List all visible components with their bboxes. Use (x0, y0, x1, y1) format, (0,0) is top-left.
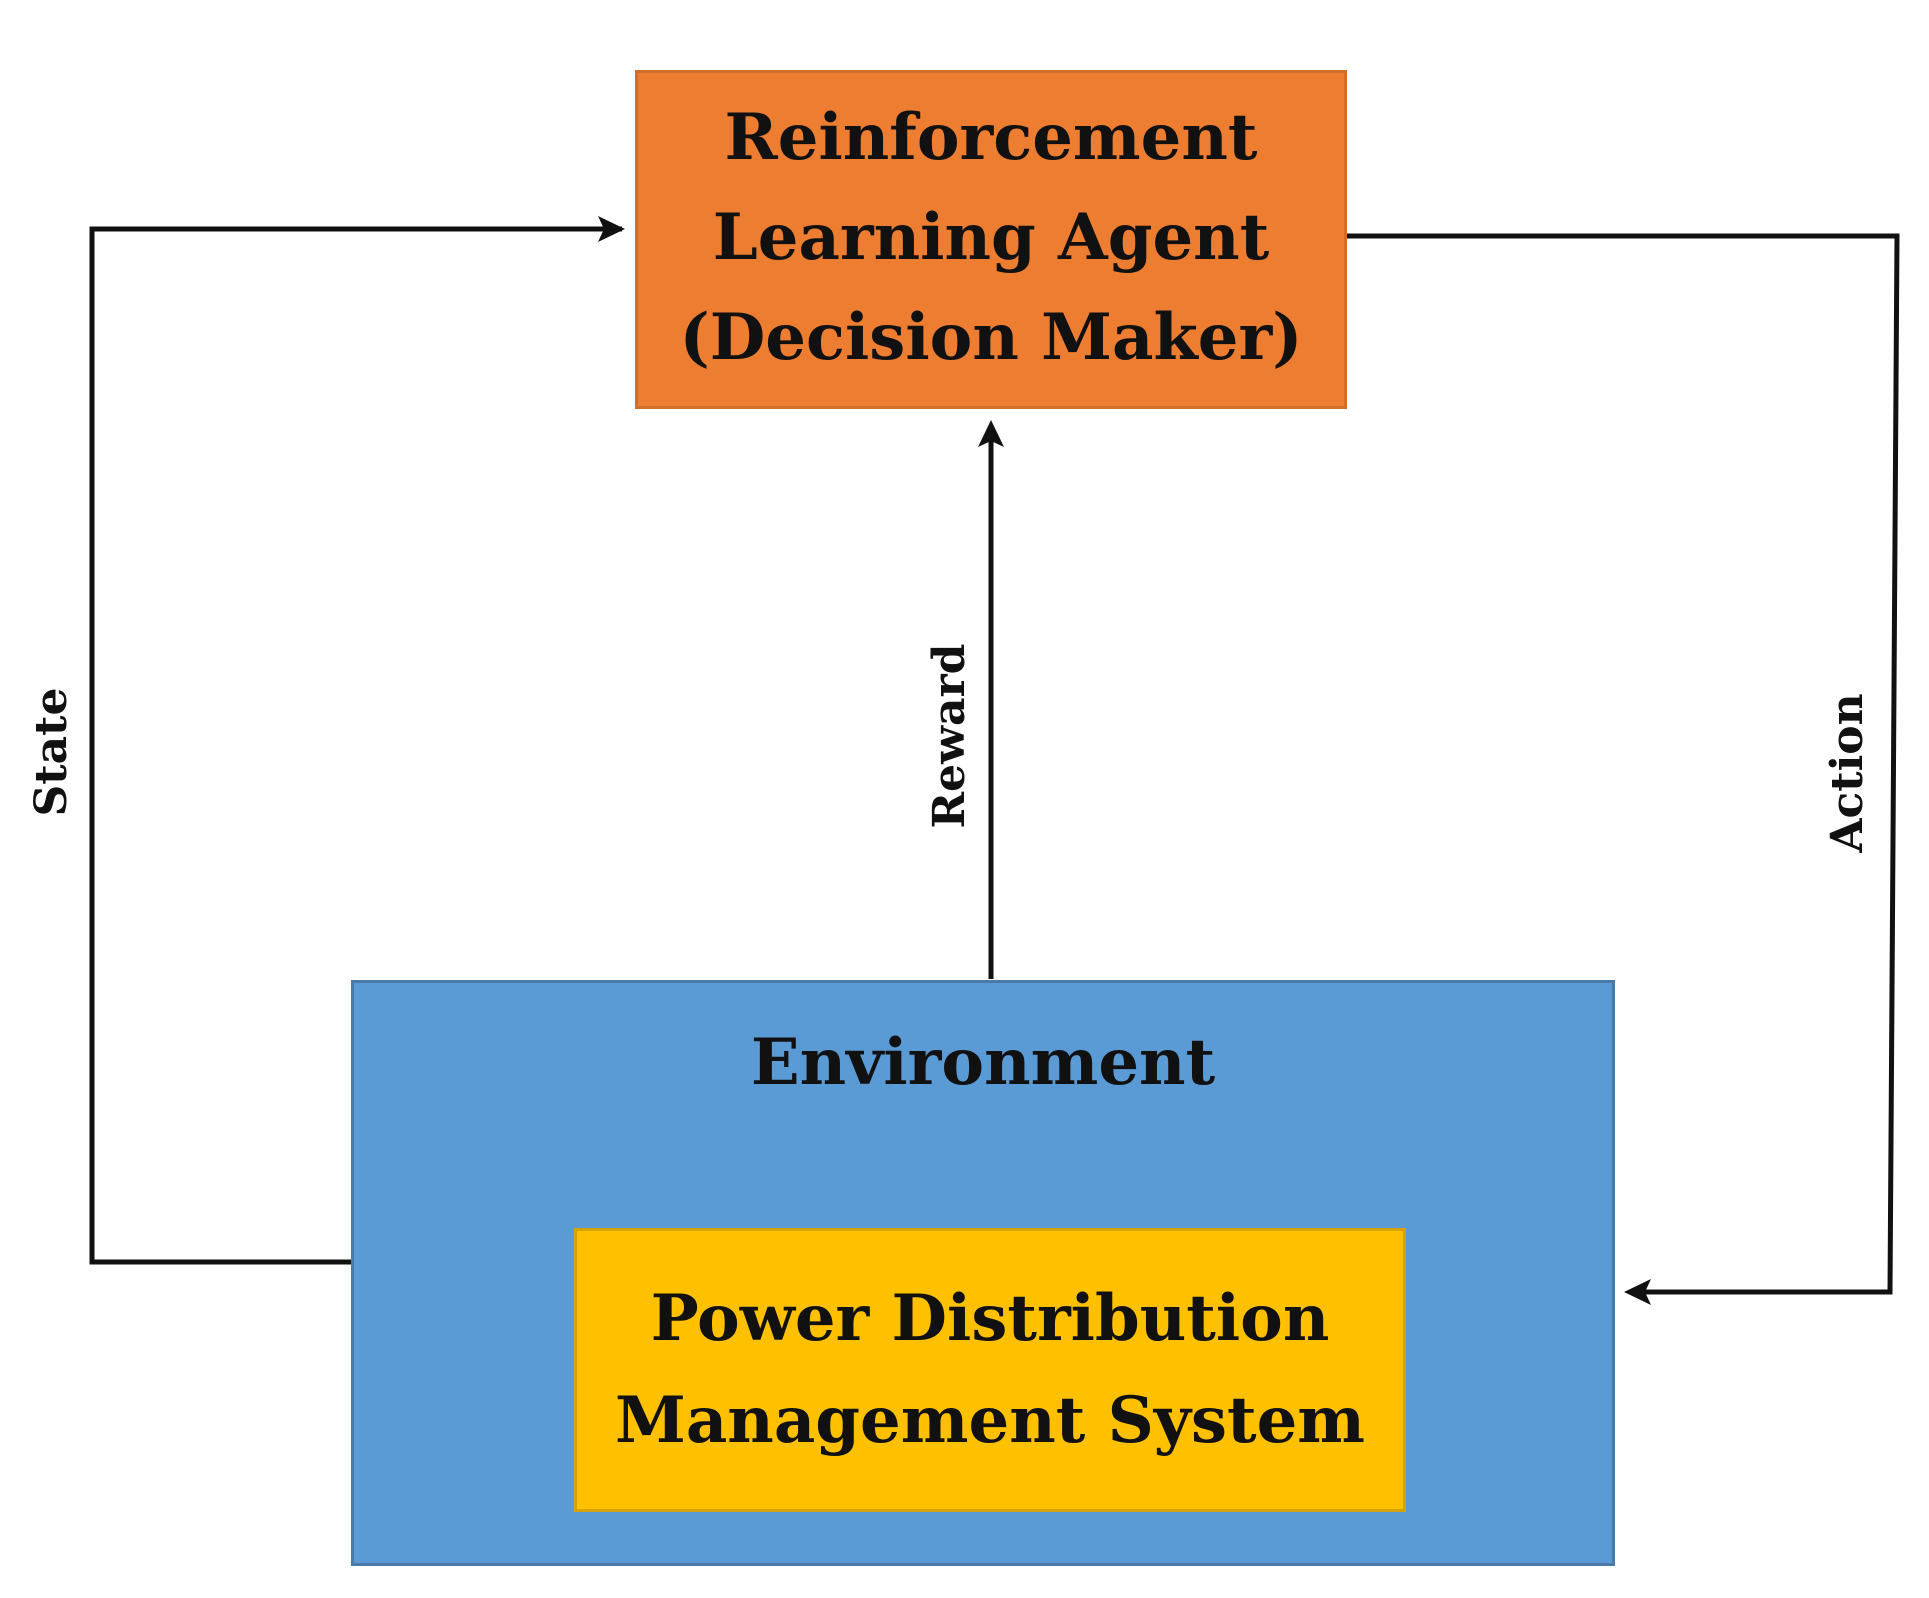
power-distribution-system-label: Power Distribution Management System (614, 1281, 1366, 1458)
power-distribution-system-box: Power Distribution Management System (574, 1228, 1406, 1512)
action-arrowhead (1624, 1279, 1651, 1305)
state-edge-label: State (26, 687, 77, 817)
reward-arrowhead (978, 420, 1004, 447)
state-arrow (89, 226, 622, 1265)
action-edge-label: Action (1822, 693, 1873, 853)
state-arrowhead (598, 216, 625, 242)
rl-agent-label: Reinforcement Learning Agent (Decision M… (679, 99, 1303, 375)
environment-label: Environment (750, 1025, 1216, 1100)
reward-edge-label: Reward (924, 643, 975, 829)
action-arrow (1347, 233, 1900, 1295)
rl-agent-box: Reinforcement Learning Agent (Decision M… (635, 70, 1347, 409)
